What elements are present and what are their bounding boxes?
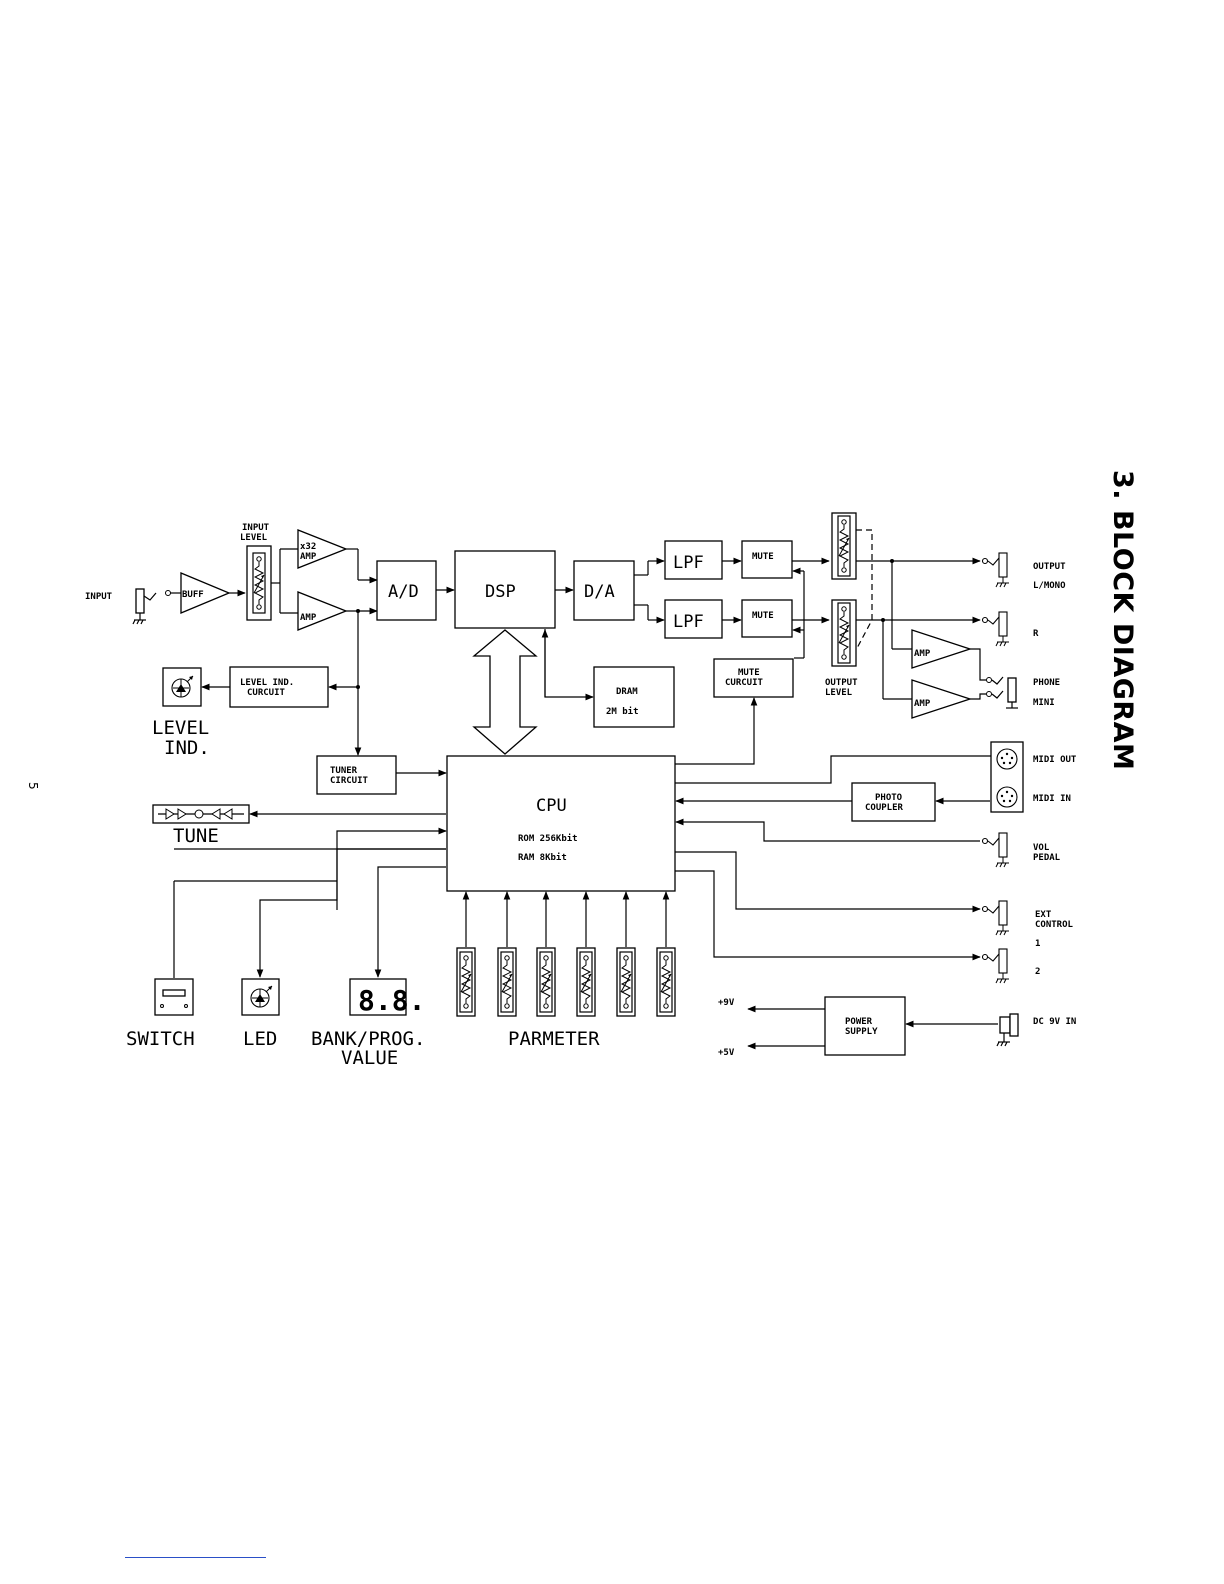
amp: AMP [297, 591, 348, 631]
svg-text:BUFF: BUFF [182, 590, 204, 600]
svg-text:SUPPLY: SUPPLY [845, 1027, 878, 1037]
midi-in-label: MIDI IN [1033, 794, 1071, 804]
output-r-label: R [1033, 629, 1039, 639]
x32-amp: x32 AMP [297, 529, 348, 569]
level-ind-label-2: IND. [164, 737, 210, 759]
lpf-right: LPF [664, 599, 723, 639]
ext-2-label: 2 [1035, 967, 1040, 977]
svg-text:LPF: LPF [673, 612, 704, 632]
dsp-cpu-bus [472, 629, 538, 755]
output-lmono-label: OUTPUT [1033, 562, 1066, 572]
buffer-amp: BUFF [180, 572, 231, 614]
dram-block: DRAM 2M bit [593, 666, 675, 728]
svg-text:A/D: A/D [388, 582, 419, 602]
mute-right: MUTE [741, 599, 793, 638]
svg-text:AMP: AMP [300, 552, 317, 562]
svg-text:x32: x32 [300, 542, 316, 552]
output-lmono-label-2: L/MONO [1033, 581, 1066, 591]
output-r-jack [981, 611, 1010, 647]
svg-text:CIRCUIT: CIRCUIT [330, 776, 369, 786]
ext-1-label: 1 [1035, 939, 1040, 949]
phone-label: PHONE [1033, 678, 1060, 688]
level-ind-circuit: LEVEL IND. CURCUIT [229, 666, 329, 708]
ext-control-1-jack [981, 900, 1010, 936]
midi-connector-box [990, 741, 1024, 813]
svg-text:TUNER: TUNER [330, 766, 358, 776]
output-lmono-jack [981, 552, 1010, 588]
plus9v-label: +9V [718, 998, 735, 1008]
svg-text:MUTE: MUTE [752, 611, 774, 621]
svg-text:POWER: POWER [845, 1017, 873, 1027]
da-converter: D/A [573, 560, 635, 621]
svg-text:PHOTO: PHOTO [875, 793, 903, 803]
svg-text:8.8.: 8.8. [358, 984, 425, 1017]
phone-amp-1: AMP [911, 629, 973, 669]
level-ind-label: LEVEL [152, 717, 209, 739]
svg-text:MUTE: MUTE [752, 552, 774, 562]
svg-text:CPU: CPU [536, 796, 567, 816]
power-supply: POWER SUPPLY [824, 996, 906, 1056]
input-label: INPUT [85, 592, 113, 602]
svg-text:ROM 256Kbit: ROM 256Kbit [518, 833, 578, 844]
value-label: VALUE [341, 1047, 398, 1069]
mute-circuit: MUTE CURCUIT [713, 658, 794, 698]
svg-text:DRAM: DRAM [616, 687, 638, 697]
parameter-pots [456, 947, 676, 1017]
photo-coupler: PHOTO COUPLER [851, 782, 936, 822]
lpf-left: LPF [664, 540, 723, 580]
output-level-label: OUTPUT [825, 678, 858, 688]
tune-label: TUNE [173, 825, 219, 847]
dsp-block: DSP [454, 550, 556, 629]
ext-control-2-jack [981, 948, 1010, 984]
bank-prog-label: BANK/PROG. [311, 1028, 425, 1050]
dc9v-label: DC 9V IN [1033, 1017, 1076, 1027]
dc-jack [996, 1013, 1019, 1047]
switch-label: SWITCH [126, 1028, 195, 1050]
svg-text:COUPLER: COUPLER [865, 803, 904, 813]
svg-text:LEVEL IND.: LEVEL IND. [240, 678, 294, 688]
level-ind-led-icon [162, 667, 202, 707]
svg-text:RAM 8Kbit: RAM 8Kbit [518, 852, 567, 863]
led-icon [241, 978, 280, 1016]
svg-text:DSP: DSP [485, 582, 516, 602]
output-level-pot-right [831, 599, 857, 667]
vol-label: VOL [1033, 843, 1050, 853]
mute-left: MUTE [741, 540, 793, 579]
svg-text:CURCUIT: CURCUIT [247, 688, 286, 698]
svg-text:MUTE: MUTE [738, 668, 760, 678]
svg-text:AMP: AMP [914, 699, 931, 709]
cpu-block: CPU ROM 256Kbit RAM 8Kbit [446, 755, 676, 892]
tune-indicator [152, 804, 250, 824]
vol-pedal-jack [981, 832, 1010, 868]
svg-text:2M bit: 2M bit [606, 706, 639, 717]
plus5v-label: +5V [718, 1048, 735, 1058]
mini-label: MINI [1033, 698, 1055, 708]
midi-out-label: MIDI OUT [1033, 755, 1077, 765]
phone-jack [986, 676, 1018, 709]
svg-text:AMP: AMP [300, 613, 317, 623]
footer-rule [125, 1557, 266, 1558]
ad-converter: A/D [376, 560, 437, 621]
switch-icon [154, 978, 194, 1016]
pedal-label: PEDAL [1033, 853, 1061, 863]
led-label: LED [243, 1028, 277, 1050]
output-level-pot-left [831, 512, 857, 580]
control-label: CONTROL [1035, 920, 1074, 930]
tuner-circuit: TUNER CIRCUIT [316, 755, 397, 795]
input-level-pot [246, 545, 272, 621]
svg-text:AMP: AMP [914, 649, 931, 659]
phone-amp-2: AMP [911, 679, 973, 719]
svg-text:D/A: D/A [584, 582, 615, 602]
output-level-label-2: LEVEL [825, 688, 853, 698]
svg-text:LPF: LPF [673, 553, 704, 573]
ext-label: EXT [1035, 910, 1052, 920]
input-level-label-2: LEVEL [240, 533, 268, 543]
input-level-label: INPUT [242, 523, 270, 533]
input-jack [132, 588, 171, 625]
seven-segment-display: 8.8. [349, 978, 425, 1017]
parameter-label: PARMETER [508, 1028, 600, 1050]
svg-text:CURCUIT: CURCUIT [725, 678, 764, 688]
